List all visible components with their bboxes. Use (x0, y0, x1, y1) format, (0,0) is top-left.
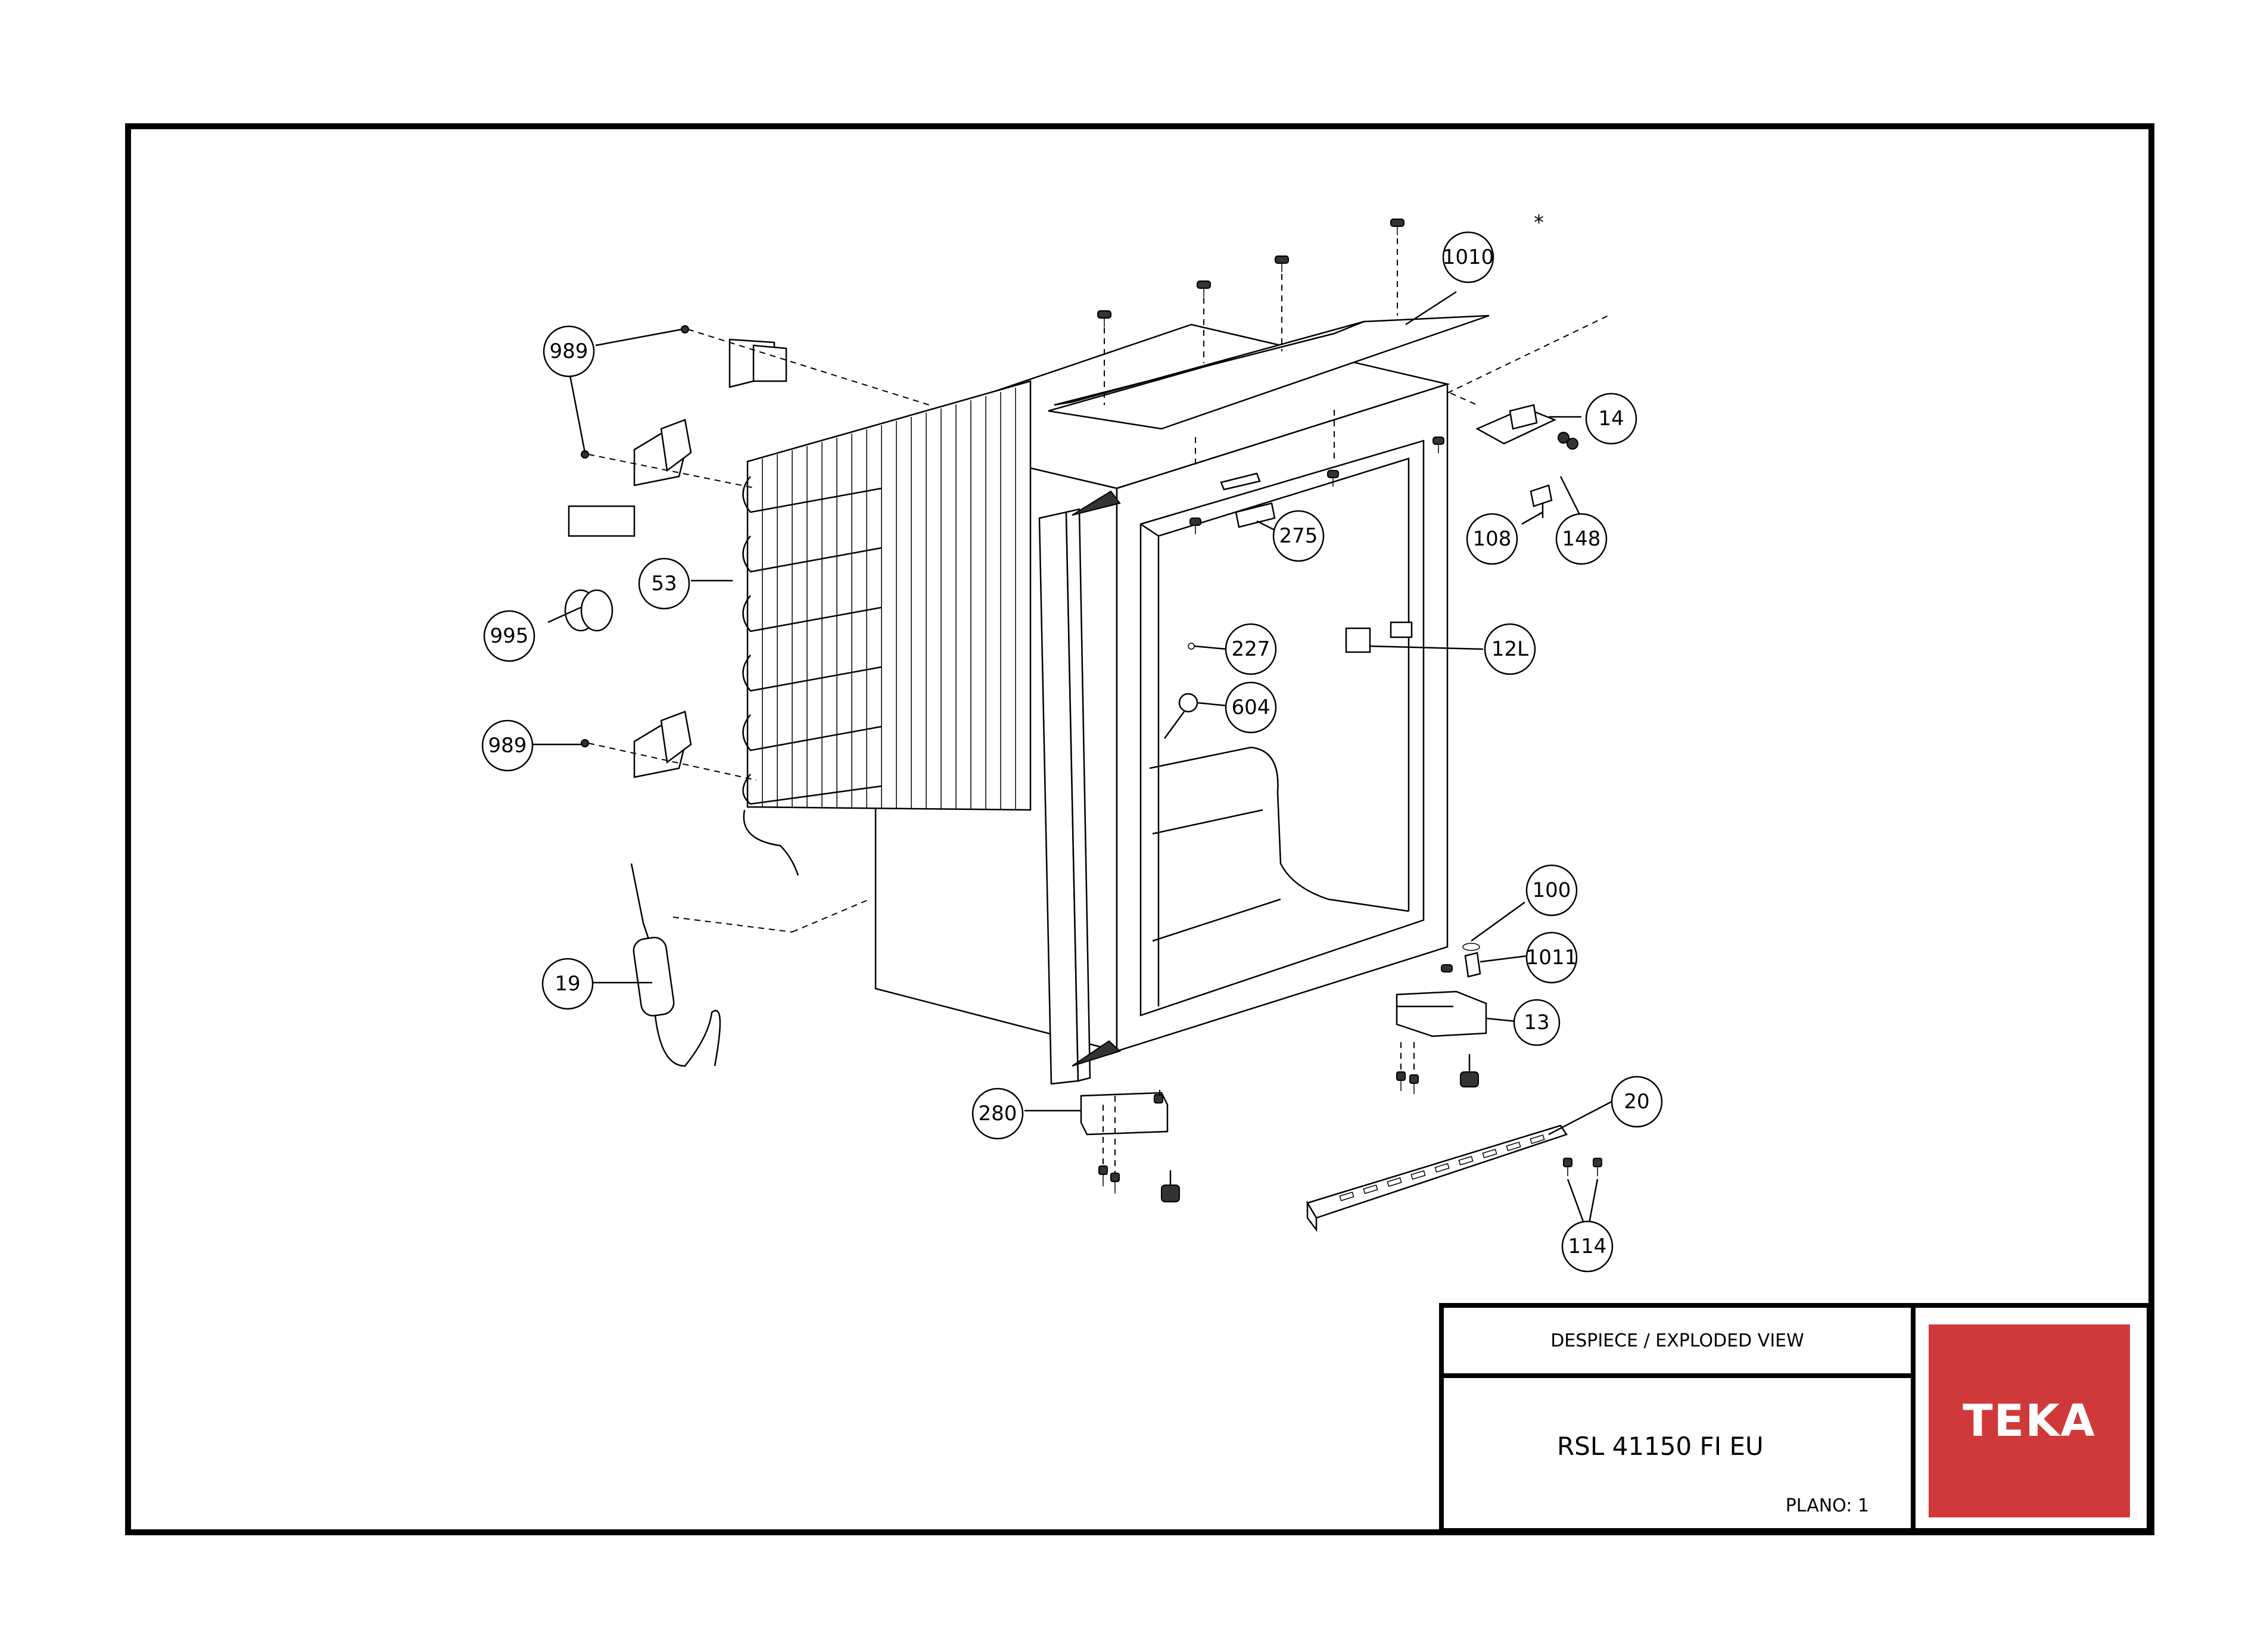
callout-989-bottom-label: 989 (488, 734, 527, 758)
foot-280 (1080, 1092, 1180, 1202)
cabinet-opening (1139, 440, 1425, 1017)
callout-108: 108 (1466, 513, 1518, 565)
callout-604-label: 604 (1232, 696, 1270, 719)
callout-1011: 1011 (1526, 931, 1578, 984)
callout-100-label: 100 (1533, 878, 1571, 902)
assembly-lines (588, 238, 1609, 1173)
callout-13-label: 13 (1524, 1011, 1549, 1034)
capacitor (564, 589, 614, 632)
thermostat (630, 863, 721, 1067)
callout-1010: 1010 (1443, 231, 1494, 283)
coil-grid (746, 380, 1032, 811)
callout-1011-label: 1011 (1526, 946, 1578, 970)
callout-1010-label: 1010 (1443, 245, 1494, 269)
bottom-rail (1306, 1124, 1568, 1232)
callout-227-label: 227 (1232, 637, 1270, 661)
callout-280-label: 280 (979, 1102, 1017, 1126)
callout-100: 100 (1525, 864, 1578, 917)
hinge-pin-108 (1530, 484, 1553, 507)
drawing-frame (125, 123, 2154, 1535)
lamp-cover (1235, 502, 1276, 528)
callout-13: 13 (1513, 999, 1561, 1046)
teka-logo: TEKA (1929, 1324, 2130, 1517)
callout-108-label: 108 (1473, 527, 1512, 551)
callout-14-label: 14 (1598, 407, 1624, 431)
model-number: RSL 41150 FI EU (1557, 1432, 1764, 1461)
hinge-bottom (1396, 990, 1487, 1087)
callout-14: 14 (1585, 392, 1637, 445)
title-block-model-box: RSL 41150 FI EU PLANO: 1 (1439, 1378, 1916, 1533)
arrow-top (1072, 490, 1121, 516)
callout-53: 53 (638, 557, 690, 610)
asterisk-mark: * (1534, 211, 1544, 235)
callout-148-label: 148 (1562, 527, 1601, 551)
teka-logo-text: TEKA (1963, 1395, 2096, 1447)
callout-53-label: 53 (651, 572, 677, 596)
callout-20-label: 20 (1624, 1090, 1649, 1114)
light-switch (1345, 621, 1413, 653)
sheet-number: PLANO: 1 (1785, 1495, 1869, 1516)
callout-227: 227 (1225, 623, 1277, 675)
callout-12L: 12L (1484, 623, 1536, 675)
pin-1011 (1464, 952, 1481, 978)
bracket-bottom (633, 710, 692, 778)
callout-995: 995 (483, 610, 535, 662)
callout-20: 20 (1611, 1076, 1663, 1128)
callout-275-label: 275 (1279, 524, 1318, 548)
arrow-bottom (1072, 1040, 1121, 1067)
hinge-top (1475, 404, 1578, 518)
interior-shelf (1149, 746, 1409, 912)
screws (581, 219, 1602, 1193)
callout-604: 604 (1225, 681, 1277, 734)
callout-12L-label: 12L (1491, 637, 1528, 661)
callout-114-label: 114 (1568, 1235, 1607, 1258)
condenser-coil (742, 380, 1032, 876)
logo-box: TEKA (1916, 1303, 2151, 1533)
callout-989-top: 989 (543, 325, 595, 378)
callout-19: 19 (541, 958, 594, 1010)
callout-995-label: 995 (490, 624, 529, 648)
label-plate (568, 505, 636, 537)
interior-line-1 (1152, 809, 1263, 835)
callout-989-bottom: 989 (481, 719, 534, 772)
callout-275: 275 (1272, 510, 1325, 562)
title-block-title: DESPIECE / EXPLODED VIEW (1439, 1303, 1916, 1378)
door-gasket-inner (1065, 508, 1091, 1082)
top-slot (1220, 472, 1261, 491)
knob-604 (1178, 693, 1198, 713)
callout-280: 280 (971, 1087, 1024, 1140)
title-block: DESPIECE / EXPLODED VIEW RSL 41150 FI EU… (1439, 1303, 2151, 1533)
callout-19-label: 19 (555, 972, 580, 996)
callout-989-top-label: 989 (550, 339, 588, 363)
callout-148: 148 (1555, 513, 1608, 565)
top-plate-edge (1054, 320, 1365, 406)
washer-100 (1462, 943, 1480, 951)
bracket-mid (633, 419, 692, 487)
bracket-top (728, 338, 787, 388)
leader-lines (533, 291, 1618, 1233)
interior-line-2 (1152, 898, 1281, 942)
callout-114: 114 (1561, 1220, 1614, 1273)
